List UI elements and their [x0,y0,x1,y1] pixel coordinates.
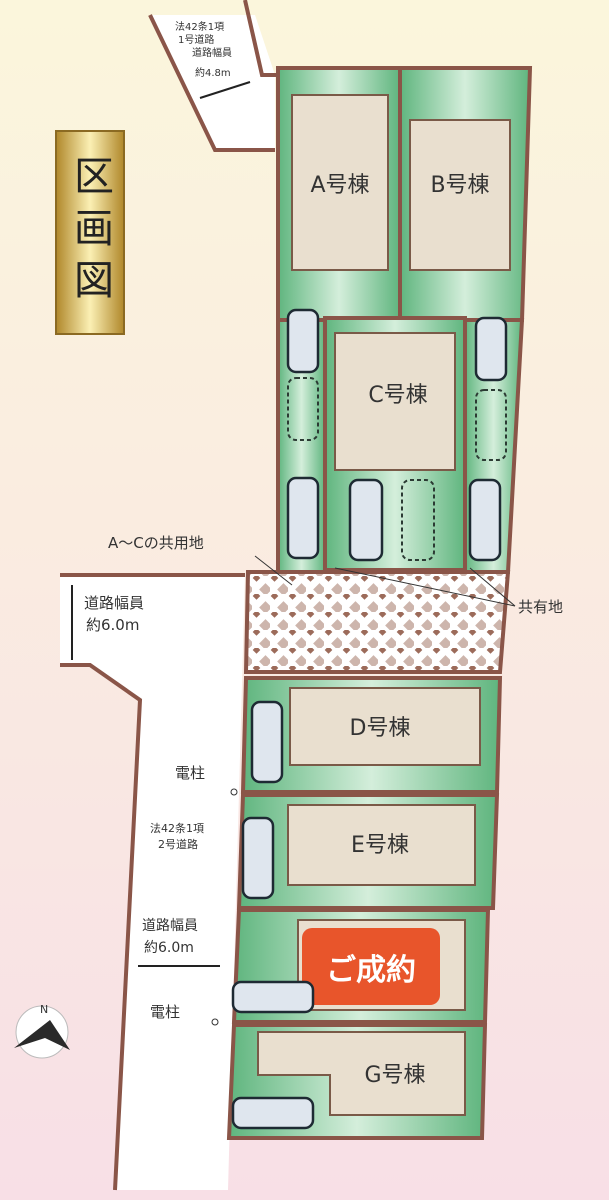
house-d [289,687,481,766]
house-e [287,804,476,886]
top-road-type-2: 1号道路 [178,33,214,46]
co-owned-label: 共有地 [518,598,563,616]
lot-g-label: G号棟 [364,1063,425,1088]
car-icon [241,816,275,900]
page-title: 区画図 [67,154,113,311]
car-outline-icon [401,479,435,561]
road-width-top-2: 約6.0m [86,616,139,634]
house-g [257,1031,466,1116]
top-road-type-1: 法42条1項 [175,20,224,33]
car-icon [286,308,320,374]
lot-e-label: E号棟 [351,833,409,858]
lot-c-label: C号棟 [368,383,427,408]
lower-road [60,575,245,1190]
sold-label: ご成約 [326,953,416,988]
road-width-lower-2: 約6.0m [144,940,194,956]
sold-badge: ご成約 [302,928,440,1005]
road-type-lower-1: 法42条1項 [150,821,204,835]
shared-land-label: A～Cの共用地 [108,534,204,552]
road-width-top-1: 道路幅員 [84,594,144,612]
car-icon [468,478,502,562]
top-road-width-2: 約4.8m [195,66,231,79]
north-compass-icon: N [14,1003,70,1059]
house-a [291,94,389,271]
car-icon [474,316,508,382]
car-outline-icon [475,389,507,461]
shared-land [243,570,511,674]
cars [231,308,508,1130]
pole-label-1: 電柱 [175,764,205,782]
car-icon [231,980,315,1014]
car-icon [286,476,320,560]
top-road: 法42条1項 1号道路 道路幅員 約4.8m [148,0,280,152]
title-plaque: 区画図 [55,130,125,335]
road-width-lower-1: 道路幅員 [142,918,198,934]
car-outline-icon [287,377,319,441]
pole-label-2: 電柱 [150,1003,180,1021]
north-label: N [40,1003,48,1016]
lot-b-label: B号棟 [430,173,489,198]
lot-d-label: D号棟 [350,716,411,741]
house-c [334,332,456,471]
car-icon [231,1096,315,1130]
road-type-lower-2: 2号道路 [158,837,198,851]
width-arrow [199,81,251,99]
house-b [409,119,511,271]
car-icon [348,478,384,562]
lot-a-label: A号棟 [310,173,369,198]
top-road-width-1: 道路幅員 [192,46,232,59]
car-icon [250,700,284,784]
